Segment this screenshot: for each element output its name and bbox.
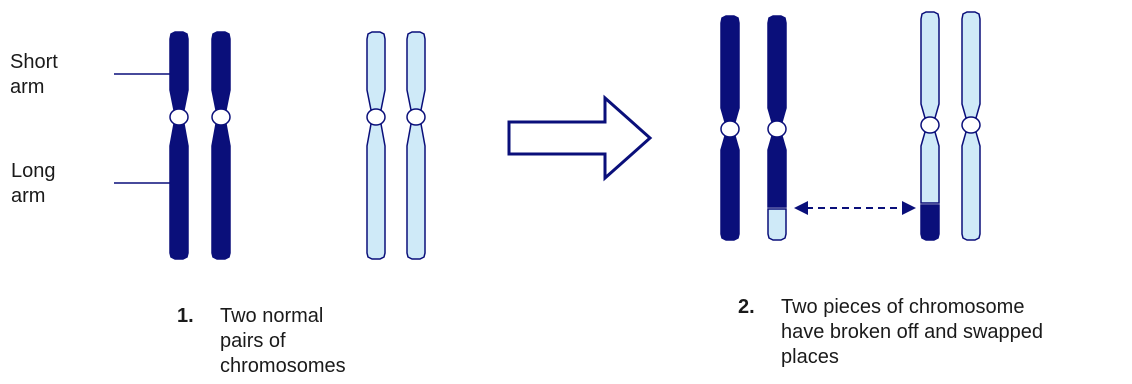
chromosome-dark-4-translocated	[767, 15, 787, 241]
centromere	[767, 120, 787, 138]
transition-arrow-icon	[507, 94, 653, 182]
swapped-light-segment	[767, 208, 787, 241]
short-arm-shape	[366, 31, 386, 111]
short-arm-shape	[920, 11, 940, 119]
short-arm-shape	[169, 31, 189, 111]
translocated-dark-chromosome-pair	[720, 15, 787, 241]
caption-2-number: 2.	[738, 296, 755, 318]
centromere	[920, 116, 940, 134]
centromere	[406, 108, 426, 126]
long-arm-shape	[720, 135, 740, 241]
translocated-light-chromosome-pair	[920, 11, 981, 241]
long-arm-shape	[406, 123, 426, 260]
centromere	[720, 120, 740, 138]
long-arm-shape	[920, 131, 940, 204]
short-arm-shape	[211, 31, 231, 111]
chromosome-dark-2	[211, 31, 231, 260]
caption-2-text: Two pieces of chromosome have broken off…	[781, 296, 1044, 368]
caption-1: 1. Two normal pairs of chromosomes	[177, 304, 377, 384]
short-arm-shape	[720, 15, 740, 123]
normal-light-chromosome-pair	[366, 31, 426, 260]
swap-double-arrow-icon	[794, 201, 916, 215]
long-arm-shape	[169, 123, 189, 260]
centromere	[169, 108, 189, 126]
swap-arrowhead-left	[794, 201, 808, 215]
short-arm-shape	[961, 11, 981, 119]
chromosome-light-3-translocated	[920, 11, 940, 241]
chromosome-dark-1	[169, 31, 189, 260]
short-arm-shape	[406, 31, 426, 111]
short-arm-shape	[767, 15, 787, 123]
long-arm-shape	[767, 135, 787, 208]
swapped-dark-segment	[920, 204, 940, 241]
chromosome-light-2	[406, 31, 426, 260]
normal-dark-chromosome-pair	[169, 31, 231, 260]
centromere	[211, 108, 231, 126]
caption-1-number: 1.	[177, 305, 194, 327]
chromosome-light-1	[366, 31, 386, 260]
caption-1-text: Two normal pairs of chromosomes	[220, 305, 346, 377]
long-arm-shape	[366, 123, 386, 260]
short-arm-label: Short arm	[10, 51, 58, 98]
caption-2: 2. Two pieces of chromosome have broken …	[738, 295, 1132, 383]
chromosome-light-4	[961, 11, 981, 241]
long-arm-shape	[961, 131, 981, 241]
centromere	[366, 108, 386, 126]
long-arm-label: Long arm	[11, 160, 56, 207]
chromosome-dark-3	[720, 15, 740, 241]
long-arm-shape	[211, 123, 231, 260]
swap-arrowhead-right	[902, 201, 916, 215]
centromere	[961, 116, 981, 134]
